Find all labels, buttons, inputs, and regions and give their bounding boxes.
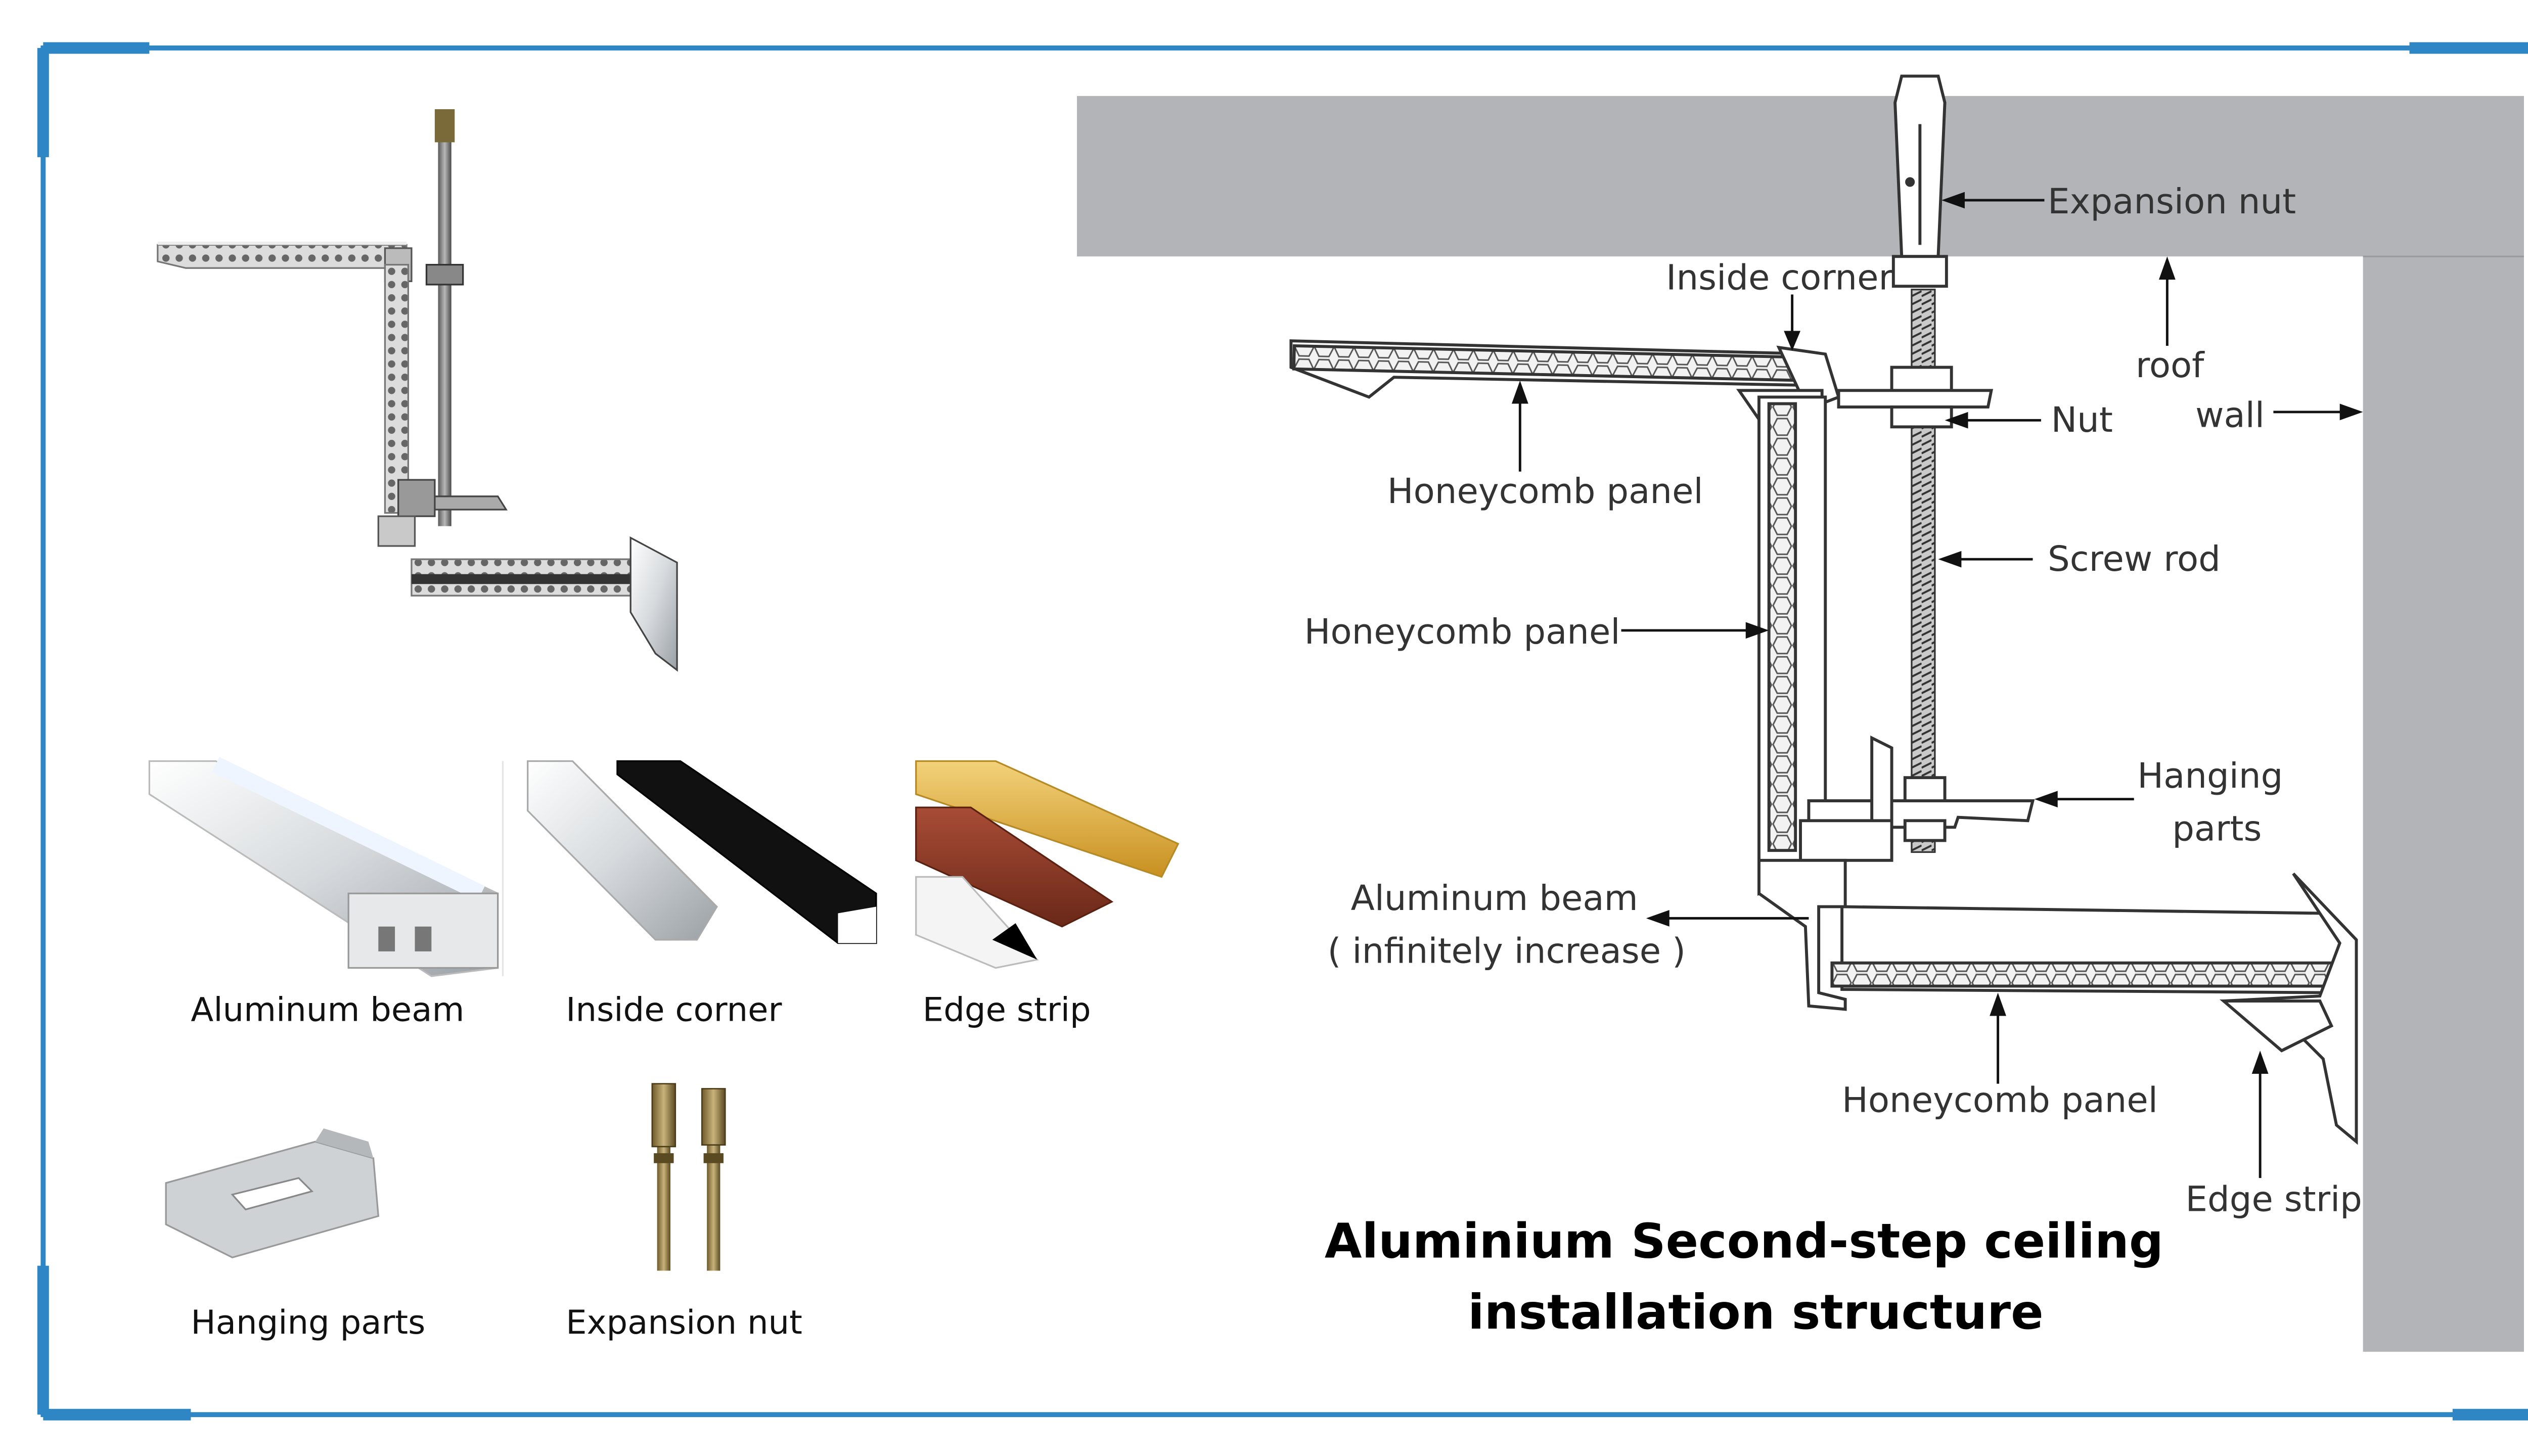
label-hanging-parts-line1: Hanging <box>2137 756 2283 796</box>
label-honeycomb-panel-vertical: Honeycomb panel <box>1304 612 1620 652</box>
edge-strip <box>2219 872 2358 1145</box>
diagram-title-line2: installation structure <box>1468 1285 2044 1340</box>
edge-strip-photo <box>915 760 1180 969</box>
label-roof: roof <box>2136 345 2205 386</box>
aluminum-beam-photo <box>148 757 504 977</box>
label-screw-rod: Screw rod <box>2048 539 2221 579</box>
diagram-title-line1: Aluminium Second-step ceiling <box>1325 1213 2163 1269</box>
hanging-parts-photo <box>165 1128 380 1259</box>
label-honeycomb-panel-top: Honeycomb panel <box>1387 471 1703 512</box>
roof-slab <box>1077 96 2524 257</box>
expansion-nut <box>1891 74 1948 288</box>
caption-edge-strip: Edge strip <box>923 990 1091 1029</box>
wall-slab <box>2363 256 2524 1352</box>
nut-plate <box>1837 366 1994 429</box>
caption-aluminum-beam: Aluminum beam <box>191 990 464 1029</box>
honeycomb-panel-top <box>1289 339 1819 399</box>
hanging-parts <box>1799 735 2035 862</box>
caption-expansion-nut: Expansion nut <box>566 1303 802 1342</box>
caption-inside-corner: Inside corner <box>566 990 782 1029</box>
structure-diagram: Expansion nut Inside corner roof wall Nu… <box>1077 74 2524 1352</box>
caption-hanging-parts: Hanging parts <box>191 1303 425 1342</box>
label-expansion-nut: Expansion nut <box>2048 181 2296 222</box>
leader-lines <box>1518 199 2343 1178</box>
label-nut: Nut <box>2051 400 2113 440</box>
aluminum-beam <box>1757 858 1847 1011</box>
label-wall: wall <box>2195 395 2265 435</box>
label-aluminum-beam-line2: ( infinitely increase ) <box>1328 931 1686 972</box>
slide-frame <box>37 42 2528 1421</box>
expansion-nut-photo <box>651 1083 726 1271</box>
label-honeycomb-panel-bottom: Honeycomb panel <box>1842 1080 2158 1120</box>
ceiling-assembly-photo <box>157 109 678 672</box>
honeycomb-panel-bottom <box>1830 905 2341 994</box>
label-edge-strip: Edge strip <box>2185 1179 2362 1220</box>
label-inside-corner: Inside corner <box>1666 258 1893 298</box>
inside-corner-photo <box>527 760 877 944</box>
label-aluminum-beam-line1: Aluminum beam <box>1351 878 1638 919</box>
label-hanging-parts-line2: parts <box>2172 809 2262 849</box>
arrowheads <box>1511 192 2363 1074</box>
